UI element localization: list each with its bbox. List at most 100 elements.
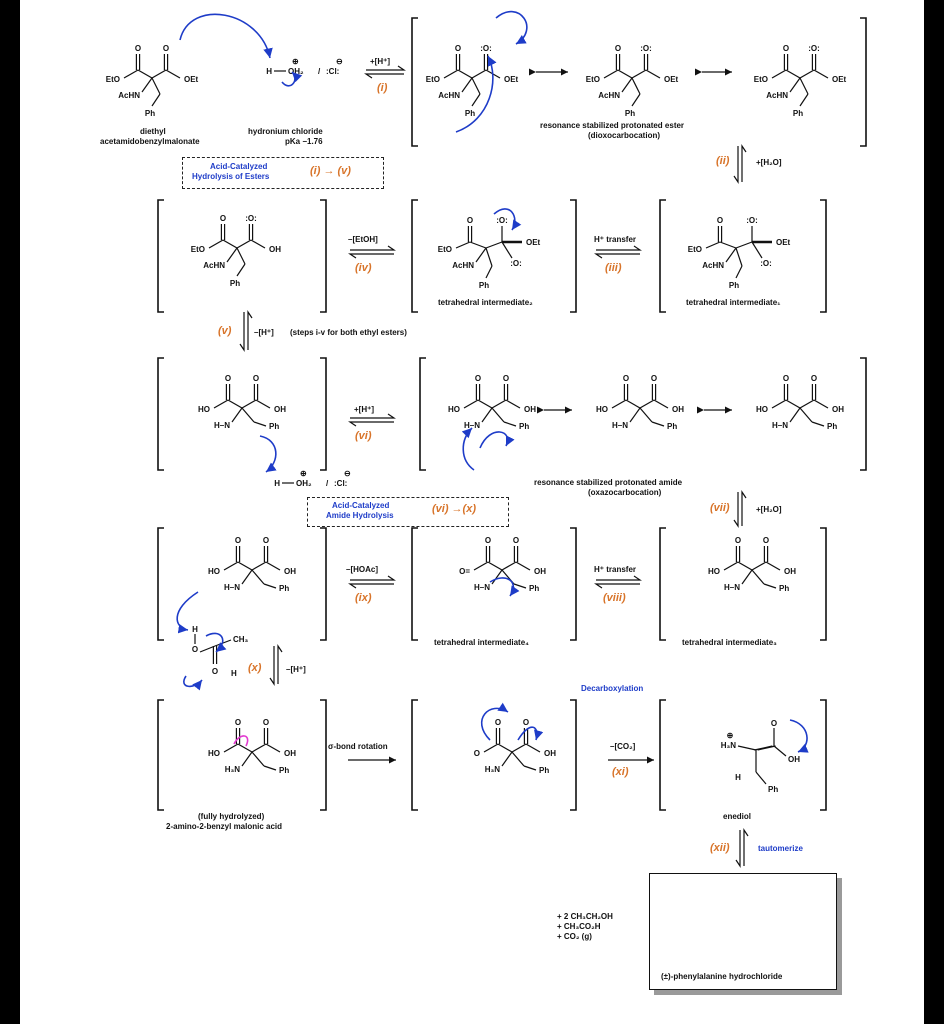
cond-ii: +[H₂O] — [756, 158, 782, 167]
step-ix: (ix) — [355, 592, 372, 604]
bond — [737, 561, 753, 571]
hydroxyl-oxygen: :O: — [510, 259, 522, 268]
bracket-protonated-acid-right — [320, 199, 327, 313]
bracket-tetra2-right — [570, 199, 577, 313]
equilibrium-v-fwd — [239, 312, 245, 352]
bond — [799, 93, 809, 107]
bond — [263, 583, 277, 589]
bond — [513, 583, 527, 589]
carbonyl-oxygen: O — [263, 718, 269, 727]
hydroxyl-oxygen: :O: — [760, 259, 772, 268]
nitrogen-substituent: AcHN — [598, 91, 620, 100]
left-substituent: O — [474, 749, 480, 758]
curly-arrow-enediol — [789, 719, 809, 753]
carbonyl-oxygen: :O: — [640, 44, 652, 53]
carbonyl-oxygen: O — [523, 718, 529, 727]
bond — [735, 241, 753, 249]
bond — [811, 421, 825, 427]
bond — [511, 751, 525, 767]
step-v: (v) — [218, 325, 232, 337]
left-substituent: HO — [448, 405, 460, 414]
carbonyl-oxygen: O — [811, 374, 817, 383]
bond — [751, 569, 765, 585]
bond — [501, 751, 513, 767]
curly-arrow-pi-bond — [495, 10, 528, 45]
bond — [208, 239, 224, 249]
bond — [523, 765, 537, 771]
bond — [773, 745, 787, 757]
label-amide-box-steps: (vi) →(x) — [432, 503, 476, 515]
bond — [236, 247, 246, 265]
bond — [799, 77, 809, 95]
right-substituent: OEt — [184, 75, 199, 84]
bond — [737, 745, 757, 751]
bracket-resonance-ester-right — [860, 17, 867, 147]
curly-arrow-acetic-2 — [183, 675, 203, 691]
curly-arrow-rotamer-2 — [517, 726, 544, 741]
bond — [751, 561, 767, 571]
bond — [603, 69, 619, 79]
negative-charge: ⊖ — [336, 57, 343, 66]
carbonyl-oxygen: O — [225, 374, 231, 383]
label-byproduct-2: + CH₃CO₂H — [557, 922, 601, 931]
bond — [236, 263, 246, 277]
chloride-ion: :Cl: — [334, 479, 347, 488]
label-resonance-amide-2: (oxazocarbocation) — [588, 488, 662, 497]
bond — [719, 241, 737, 249]
bracket-rotamer-left — [411, 699, 418, 811]
left-substituent: EtO — [754, 75, 768, 84]
cond-iii: H⁺ transfer — [594, 235, 637, 244]
bracket-diacid-amide-right — [320, 357, 327, 471]
proton: H — [192, 625, 198, 634]
bond — [227, 399, 243, 409]
cond-vii: +[H₂O] — [756, 505, 782, 514]
equilibrium-viii-fwd — [596, 575, 642, 581]
curly-arrow-oh-bond — [281, 71, 303, 87]
bond — [481, 407, 493, 423]
equilibrium-iii-fwd — [596, 245, 642, 251]
carbonyl-oxygen: O — [513, 536, 519, 545]
bracket-enediol-right — [820, 699, 827, 811]
cond-taut: tautomerize — [758, 844, 803, 853]
step-ii: (ii) — [716, 155, 730, 167]
bond — [250, 239, 266, 249]
rotation-arrow-pink — [233, 735, 249, 747]
label-amide-box-2: Amide Hydrolysis — [326, 511, 394, 520]
right-substituent: OH — [832, 405, 844, 414]
bond — [501, 561, 517, 571]
bond — [461, 77, 473, 93]
phenyl-group: Ph — [779, 584, 789, 593]
curly-arrow-water-attack — [455, 55, 497, 133]
bond — [651, 421, 665, 427]
bond — [251, 569, 265, 585]
bond — [222, 239, 238, 249]
right-substituent: OH — [284, 749, 296, 758]
curly-arrow-amide-protonation — [259, 435, 277, 473]
cond-decarb: Decarboxylation — [581, 684, 644, 693]
left-substituent: HO — [708, 567, 720, 576]
phenyl-group: Ph — [279, 766, 289, 775]
bond — [263, 765, 277, 771]
label-byproduct-1: + 2 CH₃CH₂OH — [557, 912, 613, 921]
bond — [491, 399, 507, 409]
bond — [653, 399, 669, 409]
bond — [223, 561, 239, 571]
right-substituent: OH — [274, 405, 286, 414]
bond — [785, 69, 801, 79]
bond — [141, 77, 153, 93]
equilibrium-viii-rev — [594, 583, 640, 589]
left-substituent: EtO — [426, 75, 440, 84]
phenyl-group: Ph — [269, 422, 279, 431]
ester-hydrolysis-box — [182, 157, 384, 189]
bracket-diacid-amide-left — [157, 357, 164, 471]
bond — [265, 561, 281, 571]
equilibrium-x-rev — [277, 644, 283, 684]
cond-xi: –[CO₂] — [610, 742, 636, 751]
equilibrium-ix-fwd — [350, 575, 396, 581]
positive-charge: ⊕ — [727, 731, 734, 740]
bond — [813, 399, 829, 409]
carbonyl-oxygen: O — [503, 374, 509, 383]
equilibrium-ii-rev — [741, 144, 747, 182]
bond — [789, 77, 801, 93]
